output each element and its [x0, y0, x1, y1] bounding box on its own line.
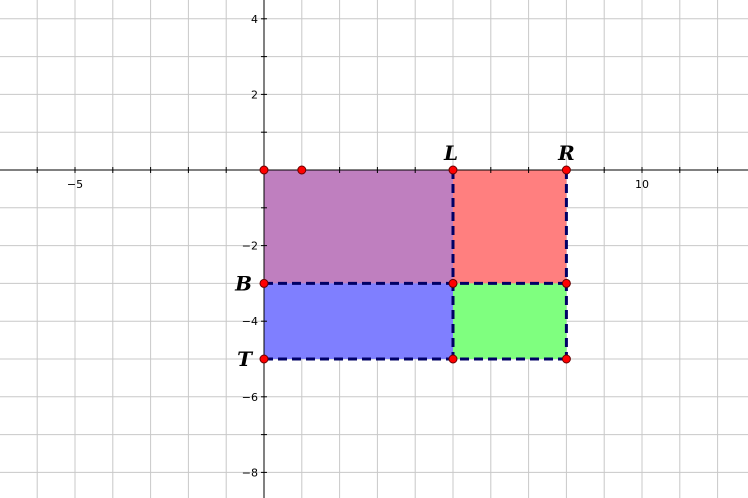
point-label-L: L: [443, 141, 458, 165]
y-tick-label: −2: [242, 240, 258, 253]
y-tick-label: −4: [242, 315, 258, 328]
point[interactable]: [259, 278, 269, 288]
point[interactable]: [561, 165, 571, 175]
region-green: [453, 283, 567, 359]
region-red: [453, 170, 567, 284]
point[interactable]: [448, 278, 458, 288]
regions: [264, 170, 567, 359]
points: [259, 165, 571, 364]
region-purple: [264, 170, 453, 284]
point[interactable]: [448, 165, 458, 175]
point[interactable]: [259, 354, 269, 364]
y-tick-label: 4: [251, 13, 258, 26]
y-tick-label: −8: [242, 466, 258, 479]
point[interactable]: [448, 354, 458, 364]
point-label-R: R: [557, 141, 575, 165]
point-label-B: B: [234, 271, 252, 295]
x-tick-label: −5: [67, 178, 83, 191]
point[interactable]: [259, 165, 269, 175]
point[interactable]: [297, 165, 307, 175]
point[interactable]: [561, 354, 571, 364]
point[interactable]: [561, 278, 571, 288]
dashed-boundaries: [264, 170, 568, 361]
y-tick-label: −6: [242, 391, 258, 404]
y-tick-label: 2: [251, 88, 258, 101]
region-blue: [264, 283, 453, 359]
point-label-T: T: [237, 347, 254, 371]
x-tick-label: 10: [635, 178, 649, 191]
point-labels: L R B T: [234, 141, 575, 371]
